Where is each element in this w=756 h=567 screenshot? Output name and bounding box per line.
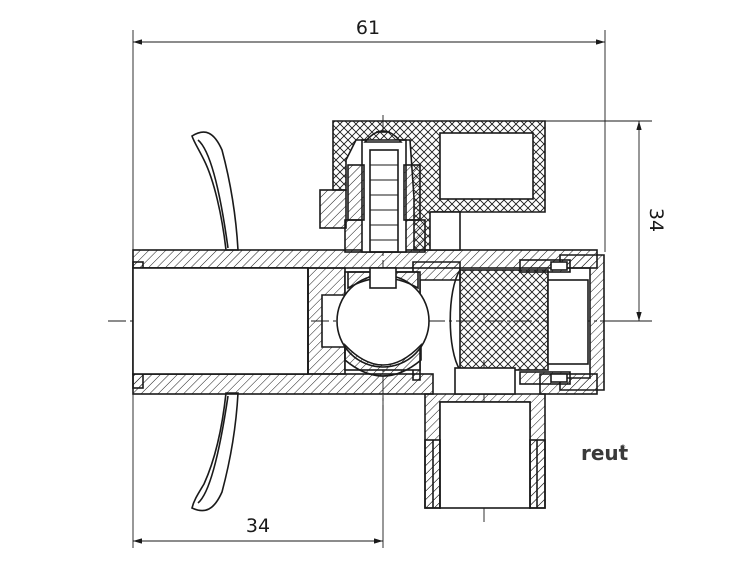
logo-registered-mark: ® [620, 444, 626, 451]
filter-cartridge [449, 259, 589, 385]
handle [319, 120, 546, 251]
outlet-connector [424, 367, 546, 509]
dimension-label-61: 61 [356, 17, 380, 39]
reut-logo: reut ® [581, 441, 629, 465]
dimension-label-34-horizontal: 34 [246, 515, 270, 537]
dimension-label-34-vertical: 34 [645, 208, 667, 232]
ball-assembly [336, 267, 430, 377]
dimension-inlet-length: 34 [133, 395, 384, 548]
logo-text: reut [581, 441, 629, 465]
